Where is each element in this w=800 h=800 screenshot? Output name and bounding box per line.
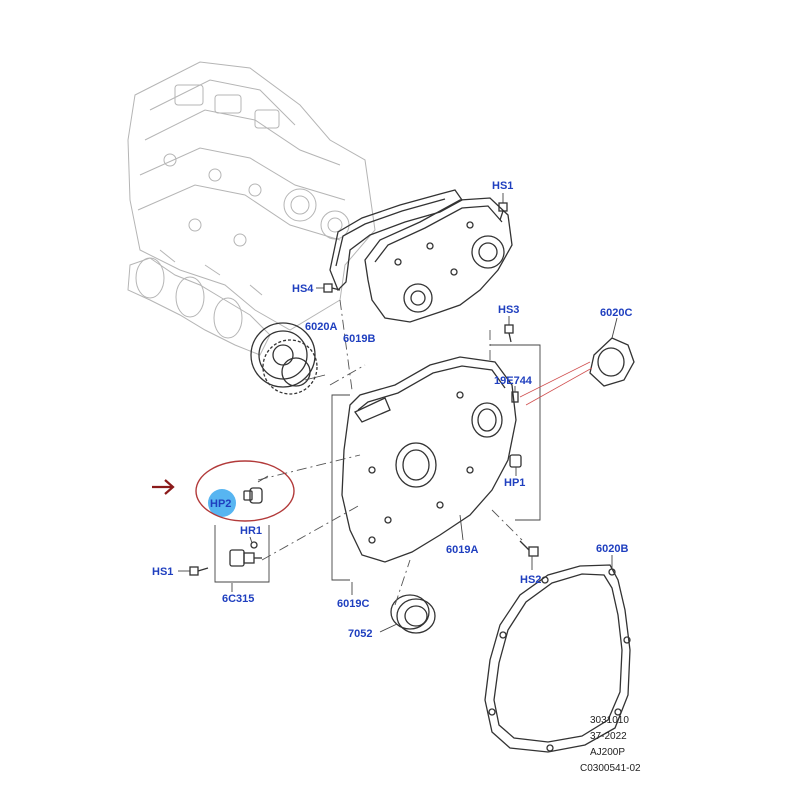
callout-6020a: 6020A [305, 321, 337, 333]
hp2-badge [208, 489, 236, 517]
plug-hp1 [509, 454, 522, 476]
stud-19e744 [511, 386, 519, 403]
callout-6020b: 6020B [596, 543, 628, 555]
callout-hs3: HS3 [498, 304, 519, 316]
callout-hs4: HS4 [292, 283, 314, 295]
timing-cover-6019a [341, 356, 517, 563]
leader-7052 [379, 623, 398, 633]
crank-pulley [250, 322, 326, 395]
oil-seal-7052 [390, 559, 436, 634]
gasket-6020b [484, 564, 631, 753]
arrow-icon [152, 479, 175, 495]
reference-line-1: 3031010 [590, 715, 629, 726]
assembly-frame [331, 344, 541, 581]
callout-hr1: HR1 [240, 525, 262, 537]
reference-line-4: C0300541-02 [580, 763, 641, 774]
callout-6020c: 6020C [600, 307, 632, 319]
upper-gasket-6020a [329, 189, 463, 292]
bolt-hs2 [491, 509, 539, 570]
alignment-lines [257, 299, 366, 561]
plug-hp2 [243, 475, 269, 504]
callout-6c315: 6C315 [222, 593, 254, 605]
crankshaft-ghost [127, 257, 271, 356]
callout-hs2: HS2 [520, 574, 541, 586]
gasket-6020c [519, 317, 635, 406]
bolt-hs1-left [178, 566, 209, 576]
reference-line-3: AJ200P [590, 747, 625, 758]
bolt-hs1-top [498, 193, 508, 221]
highlight-circle [195, 460, 295, 522]
callout-hs1-left: HS1 [152, 566, 173, 578]
bolt-hs3 [489, 316, 514, 360]
upper-timing-cover-6019b [364, 197, 513, 323]
callout-7052: 7052 [348, 628, 372, 640]
callout-6019a: 6019A [446, 544, 478, 556]
callout-19e744: 19E744 [494, 375, 533, 387]
bolt-hs4 [316, 283, 341, 293]
callout-6019b: 6019B [343, 333, 375, 345]
callout-6019c: 6019C [337, 598, 369, 610]
callout-hp1: HP1 [504, 477, 525, 489]
sensor-6c315 [214, 525, 270, 592]
callout-hp2: HP2 [210, 498, 231, 510]
engine-block-ghost [127, 61, 376, 331]
callout-hs1-top: HS1 [492, 180, 513, 192]
reference-line-2: 37-2022 [590, 731, 627, 742]
